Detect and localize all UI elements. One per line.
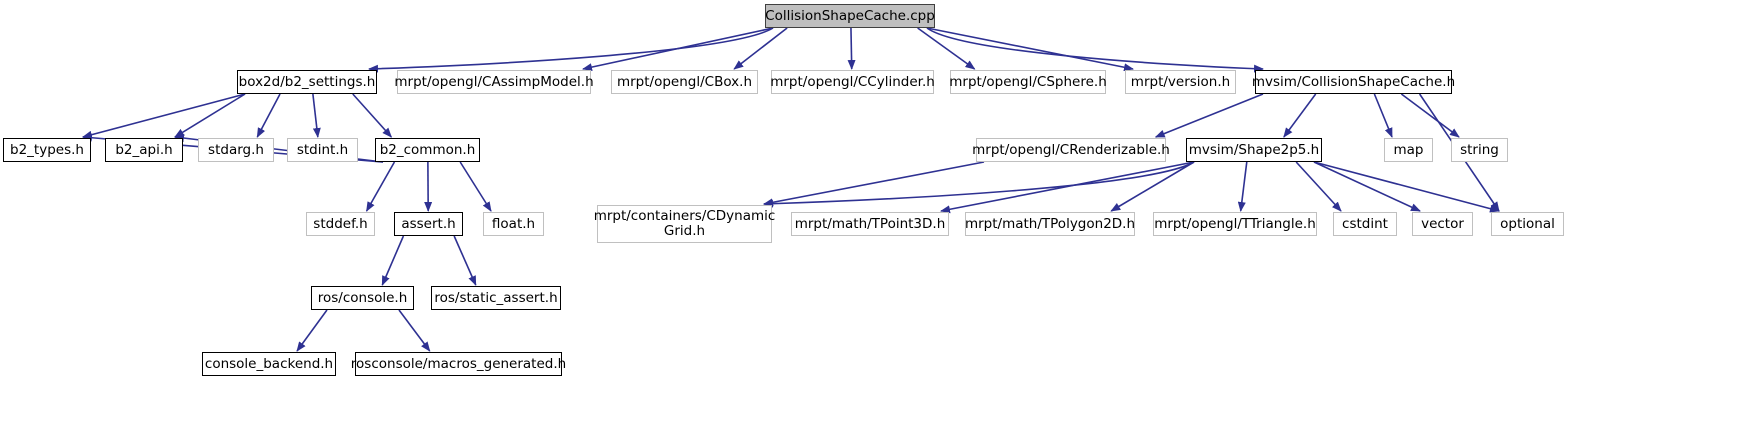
- edge-b2_settings-to-stdarg: [256, 93, 281, 138]
- edge-shape2p5-to-optional: [1313, 161, 1500, 213]
- edge-b2_settings-to-b2_api: [174, 93, 246, 138]
- edge-ros_console-to-console_backend: [296, 309, 328, 352]
- edge-root-to-csphere: [917, 27, 976, 70]
- edge-root-to-cassimpmodel: [582, 27, 774, 72]
- edge-b2_common-to-float: [459, 161, 492, 212]
- graph-node-cbox[interactable]: mrpt/opengl/CBox.h: [611, 70, 758, 94]
- graph-node-ros_static[interactable]: ros/static_assert.h: [431, 286, 561, 310]
- edge-shape2p5-to-cdynamicgrid: [763, 161, 1195, 208]
- edge-shape2p5-to-cstdint: [1295, 161, 1342, 212]
- edge-cscache_h-to-string: [1400, 93, 1460, 138]
- edge-shape2p5-to-ttriangle: [1237, 161, 1248, 212]
- edge-shape2p5-to-tpoint3d: [940, 161, 1195, 214]
- graph-node-crenderizable[interactable]: mrpt/opengl/CRenderizable.h: [972, 138, 1170, 162]
- graph-node-version[interactable]: mrpt/version.h: [1125, 70, 1236, 94]
- graph-node-cscache_h[interactable]: mvsim/CollisionShapeCache.h: [1252, 70, 1455, 94]
- graph-node-csphere[interactable]: mrpt/opengl/CSphere.h: [949, 70, 1107, 94]
- edge-b2_settings-to-stdint: [312, 93, 321, 138]
- edge-crenderizable-to-cdynamicgrid: [763, 161, 985, 207]
- edge-assert-to-ros_console: [381, 235, 405, 286]
- graph-node-stddef[interactable]: stddef.h: [306, 212, 375, 236]
- graph-node-ttriangle[interactable]: mrpt/opengl/TTriangle.h: [1153, 212, 1317, 236]
- edge-root-to-cscache_h: [926, 27, 1264, 73]
- graph-node-map[interactable]: map: [1384, 138, 1433, 162]
- edge-root-to-version: [926, 27, 1134, 72]
- graph-node-vector[interactable]: vector: [1412, 212, 1473, 236]
- edge-ros_console-to-rosconsole_macros: [398, 309, 431, 352]
- edge-root-to-b2_settings: [368, 27, 774, 73]
- edge-cscache_h-to-shape2p5: [1283, 93, 1317, 138]
- graph-node-root[interactable]: CollisionShapeCache.cpp: [765, 4, 935, 28]
- graph-node-rosconsole_macros[interactable]: rosconsole/macros_generated.h: [351, 352, 566, 376]
- edge-root-to-ccylinder: [847, 27, 856, 70]
- edge-root-to-cbox: [733, 27, 788, 70]
- edge-b2_common-to-stddef: [365, 161, 396, 212]
- graph-node-console_backend[interactable]: console_backend.h: [202, 352, 336, 376]
- edge-b2_settings-to-b2_types: [82, 93, 246, 139]
- graph-node-b2_common[interactable]: b2_common.h: [375, 138, 480, 162]
- edge-shape2p5-to-vector: [1313, 161, 1421, 212]
- graph-node-stdarg[interactable]: stdarg.h: [198, 138, 274, 162]
- graph-node-cassimpmodel[interactable]: mrpt/opengl/CAssimpModel.h: [394, 70, 594, 94]
- graph-node-tpoint3d[interactable]: mrpt/math/TPoint3D.h: [791, 212, 949, 236]
- graph-node-string[interactable]: string: [1451, 138, 1508, 162]
- graph-node-stdint[interactable]: stdint.h: [287, 138, 358, 162]
- graph-node-tpolygon2d[interactable]: mrpt/math/TPolygon2D.h: [965, 212, 1135, 236]
- graph-node-ros_console[interactable]: ros/console.h: [311, 286, 414, 310]
- graph-node-b2_types[interactable]: b2_types.h: [3, 138, 91, 162]
- graph-node-optional[interactable]: optional: [1491, 212, 1564, 236]
- edge-cscache_h-to-map: [1373, 93, 1393, 138]
- graph-node-float[interactable]: float.h: [483, 212, 544, 236]
- graph-node-cstdint[interactable]: cstdint: [1333, 212, 1397, 236]
- edge-assert-to-ros_static: [453, 235, 477, 286]
- edge-b2_settings-to-b2_common: [352, 93, 393, 138]
- graph-node-assert[interactable]: assert.h: [394, 212, 463, 236]
- graph-node-cdynamicgrid[interactable]: mrpt/containers/CDynamic Grid.h: [594, 205, 775, 243]
- graph-node-ccylinder[interactable]: mrpt/opengl/CCylinder.h: [770, 70, 935, 94]
- graph-node-b2_settings[interactable]: box2d/b2_settings.h: [237, 70, 377, 94]
- graph-node-shape2p5[interactable]: mvsim/Shape2p5.h: [1186, 138, 1322, 162]
- edge-cscache_h-to-crenderizable: [1154, 93, 1264, 138]
- graph-node-b2_api[interactable]: b2_api.h: [105, 138, 183, 162]
- edge-shape2p5-to-tpolygon2d: [1110, 161, 1195, 212]
